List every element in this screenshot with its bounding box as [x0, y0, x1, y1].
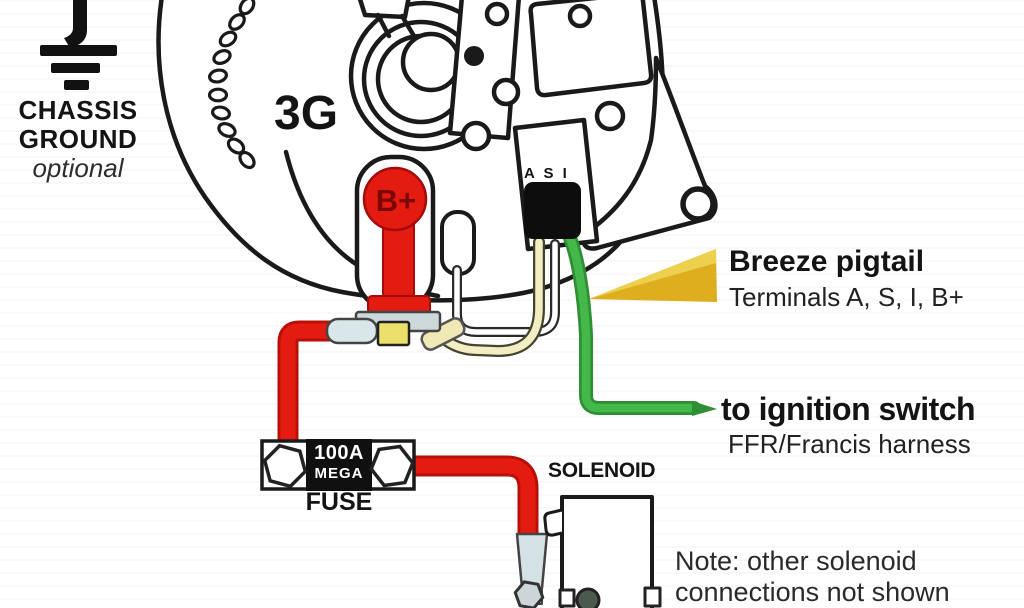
fuse-label: FUSE [305, 488, 373, 516]
chassis-ground-line2: GROUND [18, 124, 138, 155]
bolt-hole [594, 100, 626, 132]
solenoid-stud-right [643, 586, 662, 608]
bplus-nut [376, 320, 411, 347]
solenoid-label: SOLENOID [548, 459, 656, 482]
solenoid-note: Note: other solenoid connections not sho… [675, 546, 950, 608]
asi-terminals-label: A S I [524, 165, 570, 182]
breeze-pigtail-subtitle: Terminals A, S, I, B+ [729, 282, 964, 312]
alternator-drawing [156, 0, 718, 303]
mega-fuse [260, 439, 416, 491]
ignition-switch-callout: to ignition switch FFR/Francis harness [721, 391, 976, 459]
ignition-switch-title: to ignition switch [721, 391, 976, 427]
ignition-wire [563, 231, 717, 416]
fuse-type-label: MEGA [314, 465, 364, 482]
asi-connector [524, 182, 581, 239]
bplus-terminal [325, 166, 442, 347]
ignition-wire-tip [692, 401, 717, 416]
chassis-ground-symbol [40, 0, 117, 90]
solenoid-lug [515, 532, 549, 590]
chassis-ground-line1: CHASSIS [18, 95, 138, 125]
solenoid-bracket [543, 508, 563, 537]
noise-capacitor [440, 210, 476, 276]
battery-cable-left [277, 320, 345, 463]
chassis-ground-optional: optional [32, 153, 124, 184]
bolt-hole [567, 3, 593, 29]
bolt-hole [460, 120, 492, 152]
alternator-model-label: 3G [274, 87, 339, 140]
solenoid-note-line1: Note: other solenoid [675, 546, 917, 576]
ear-bolt-hole [680, 186, 716, 222]
fuse-amps-label: 100A [314, 442, 364, 464]
ignition-switch-subtitle: FFR/Francis harness [728, 429, 971, 459]
bplus-cap [362, 166, 428, 232]
chassis-ground-label: CHASSIS GROUND optional [10, 95, 146, 184]
solenoid-note-line2: connections not shown [675, 577, 950, 608]
solenoid-body [560, 495, 654, 608]
solenoid-nut [513, 580, 545, 608]
breeze-pigtail-callout: Breeze pigtail Terminals A, S, I, B+ [729, 245, 964, 312]
bolt-hole [484, 1, 510, 27]
shaft-dot [464, 46, 484, 66]
solenoid-terminal [575, 587, 601, 608]
breeze-pigtail-title: Breeze pigtail [729, 245, 925, 278]
solenoid-drawing [513, 495, 662, 608]
solenoid-stud-left [558, 588, 576, 608]
bracket-links [375, 12, 417, 39]
battery-cable-right [402, 455, 539, 547]
fuse-nut-left [262, 443, 308, 489]
fuse-body [306, 439, 372, 491]
center-strap [447, 0, 521, 141]
regulator-cover [528, 0, 654, 98]
pigtail-arrow [589, 249, 717, 302]
bolt-hole [491, 77, 521, 107]
stator-vent-slots [207, 0, 256, 170]
fuse-nut-right [369, 444, 415, 488]
bplus-label: B+ [375, 183, 417, 218]
cable-ring-lug [325, 317, 379, 345]
bplus-stem [382, 221, 415, 301]
